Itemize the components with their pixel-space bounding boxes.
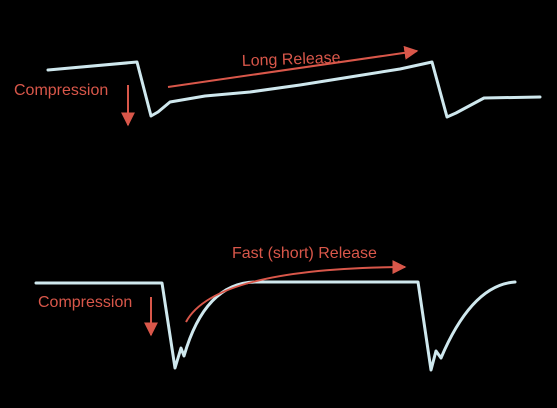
long-release-waveform xyxy=(46,60,542,119)
fast-release-label: Fast (short) Release xyxy=(232,245,377,262)
top-panel: Compression Long Release xyxy=(14,45,542,127)
long-release-label: Long Release xyxy=(242,50,341,70)
long-release-arrow xyxy=(167,45,419,88)
compression-label: Compression xyxy=(38,294,132,311)
compression-label: Compression xyxy=(14,82,108,99)
bottom-panel: Compression Fast (short) Release xyxy=(34,245,517,372)
fast-release-arrow xyxy=(185,260,407,323)
